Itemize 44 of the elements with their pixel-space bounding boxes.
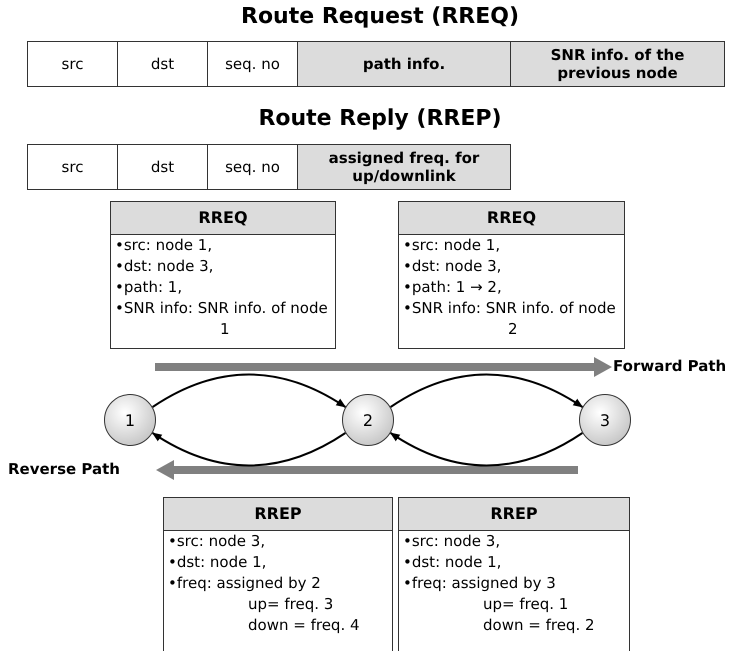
message-box <box>163 497 393 651</box>
message-line: up= freq. 3 <box>247 594 334 615</box>
message-title: RREP <box>399 498 629 531</box>
arrow <box>152 432 346 466</box>
path-label: Forward Path <box>613 357 728 377</box>
node-circle: 2 <box>342 394 394 446</box>
packet-heading: Route Reply (RREP) <box>257 106 503 133</box>
packet-field: assigned freq. for up/downlink <box>297 144 511 190</box>
message-line: •src: node 1, <box>402 235 502 256</box>
message-line: •src: node 1, <box>114 235 214 256</box>
packet-field: SNR info. of the previous node <box>510 41 725 87</box>
message-box <box>110 201 336 349</box>
message-line: •SNR info: SNR info. of node 2 <box>402 298 617 340</box>
message-box <box>398 201 625 349</box>
message-line: down = freq. 4 <box>247 615 361 636</box>
message-line: up= freq. 1 <box>482 594 570 615</box>
message-line: •freq: assigned by 2 <box>167 573 322 594</box>
arrow <box>390 432 583 466</box>
arrow <box>152 374 346 408</box>
node-circle: 3 <box>579 394 631 446</box>
packet-heading: Route Request (RREQ) <box>240 4 520 31</box>
packet-field: path info. <box>297 41 511 87</box>
path-label: Reverse Path <box>8 460 121 480</box>
arrow <box>390 374 584 408</box>
message-title: RREQ <box>111 202 335 235</box>
packet-field: dst <box>117 41 208 87</box>
message-line: •dst: node 1, <box>167 552 268 573</box>
node-circle: 1 <box>104 394 156 446</box>
message-line: down = freq. 2 <box>482 615 596 636</box>
message-line: •SNR info: SNR info. of node 1 <box>114 298 329 340</box>
message-line: •src: node 3, <box>402 531 502 552</box>
message-line: •dst: node 3, <box>114 256 214 277</box>
message-line: •path: 1 → 2, <box>402 277 503 298</box>
message-line: •dst: node 1, <box>402 552 502 573</box>
message-line: •dst: node 3, <box>402 256 502 277</box>
message-line: •freq: assigned by 3 <box>402 573 557 594</box>
message-box <box>398 497 630 651</box>
packet-field: src <box>27 41 118 87</box>
message-title: RREQ <box>399 202 624 235</box>
message-line: •src: node 3, <box>167 531 266 552</box>
packet-field: dst <box>117 144 208 190</box>
message-line: •path: 1, <box>114 277 184 298</box>
packet-field: src <box>27 144 118 190</box>
message-title: RREP <box>164 498 392 531</box>
